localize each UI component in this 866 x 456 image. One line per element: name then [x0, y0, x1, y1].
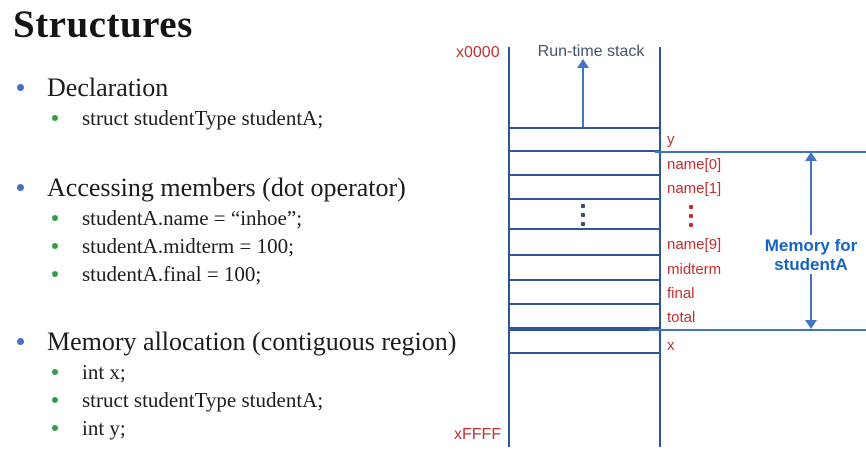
arrow-down-icon: [805, 320, 817, 329]
sub-bullet-label: struct studentType studentA;: [82, 388, 324, 412]
stack-cell-x: [508, 329, 661, 354]
address-top-label: x0000: [456, 44, 500, 61]
row-label-midterm: midterm: [667, 261, 722, 278]
row-label-name9: name[9]: [667, 236, 722, 253]
bullet-group-declaration: Declaration struct studentType studentA;: [14, 72, 323, 132]
bullet-green-icon: [52, 115, 58, 121]
stack-cell-name9: [508, 228, 661, 256]
bullet-group-memory-allocation: Memory allocation (contiguous region) in…: [14, 326, 456, 442]
row-label-name1: name[1]: [667, 180, 722, 197]
sub-bullet-label: int x;: [82, 360, 126, 384]
sub-bullet-item: struct studentType studentA;: [14, 104, 323, 132]
stack-cell-name1: [508, 174, 661, 200]
arrow-up-icon: [577, 59, 589, 68]
sub-bullet-item: studentA.name = “inhoe”;: [14, 204, 406, 232]
bullet-green-icon: [52, 271, 58, 277]
bullet-blue-icon: [17, 184, 24, 191]
sub-bullet-item: studentA.midterm = 100;: [14, 232, 406, 260]
bullet-green-icon: [52, 397, 58, 403]
row-label-x: x: [667, 337, 675, 354]
slide-title: Structures: [13, 3, 193, 46]
bullet-group-accessing-members: Accessing members (dot operator) student…: [14, 172, 406, 288]
sub-bullet-label: studentA.midterm = 100;: [82, 234, 294, 258]
arrow-up-icon: [805, 152, 817, 161]
bullet-green-icon: [52, 215, 58, 221]
memory-label-line2: studentA: [774, 255, 848, 274]
vertical-ellipsis-icon: [581, 204, 585, 226]
row-label-total: total: [667, 309, 696, 326]
stack-cell-final: [508, 279, 661, 305]
struct-region-bottom-line: [649, 329, 866, 331]
row-label-name0: name[0]: [667, 156, 722, 173]
memory-span-arrow-lower: [810, 274, 812, 324]
sub-bullet-item: int x;: [14, 358, 456, 386]
stack-cell-y: [508, 127, 661, 152]
bullet-label: Accessing members (dot operator): [47, 173, 406, 202]
sub-bullet-label: studentA.name = “inhoe”;: [82, 206, 303, 230]
memory-for-studentA-label: Memory for studentA: [751, 236, 866, 274]
memory-span-arrow-upper: [810, 157, 812, 235]
bullet-green-icon: [52, 369, 58, 375]
memory-label-line1: Memory for: [764, 236, 858, 255]
bullet-blue-icon: [17, 338, 24, 345]
stack-cell-name0: [508, 150, 661, 176]
runtime-stack-label: Run-time stack: [537, 43, 645, 60]
struct-region-top-line: [655, 151, 866, 153]
stack-cell-midterm: [508, 254, 661, 281]
sub-bullet-label: int y;: [82, 416, 126, 440]
bullet-label: Declaration: [47, 73, 169, 102]
bullet-item: Declaration: [14, 72, 323, 104]
sub-bullet-label: struct studentType studentA;: [82, 106, 324, 130]
bullet-item: Accessing members (dot operator): [14, 172, 406, 204]
bullet-green-icon: [52, 425, 58, 431]
stack-cell-total: [508, 303, 661, 329]
bullet-label: Memory allocation (contiguous region): [47, 327, 457, 356]
bullet-item: Memory allocation (contiguous region): [14, 326, 456, 358]
vertical-ellipsis-icon: [689, 205, 693, 227]
row-label-final: final: [667, 285, 695, 302]
sub-bullet-item: struct studentType studentA;: [14, 386, 456, 414]
address-bottom-label: xFFFF: [454, 426, 502, 443]
bullet-blue-icon: [17, 84, 24, 91]
sub-bullet-item: int y;: [14, 414, 456, 442]
bullet-green-icon: [52, 243, 58, 249]
row-label-y: y: [667, 131, 675, 148]
stack-growth-arrow: [582, 67, 584, 128]
sub-bullet-label: studentA.final = 100;: [82, 262, 262, 286]
sub-bullet-item: studentA.final = 100;: [14, 260, 406, 288]
